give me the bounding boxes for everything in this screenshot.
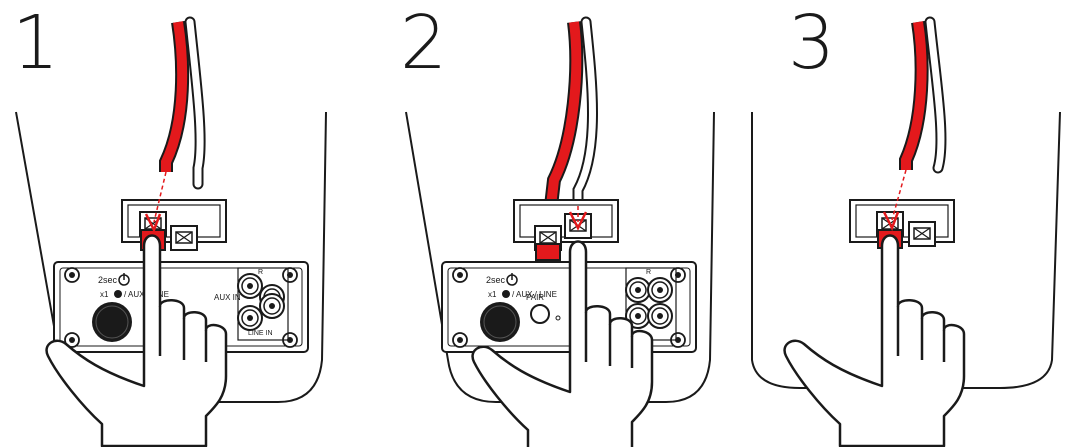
- step-1-panel: 2sec x1 / AUX / LINE R AUX IN LINE IN: [15, 16, 327, 447]
- insert-arrow-3: [882, 211, 900, 232]
- label-pair-2: PAIR: [526, 293, 544, 302]
- step-number-1: 1: [12, 0, 60, 86]
- volume-knob-1: [92, 302, 132, 342]
- label-x1-1: x1: [100, 290, 109, 299]
- step-number-2: 2: [400, 0, 448, 86]
- label-line-in-1: LINE IN: [248, 330, 273, 337]
- volume-knob-2: [480, 302, 520, 342]
- bluetooth-icon: [502, 290, 510, 298]
- label-aux-in-1: AUX IN: [214, 293, 241, 302]
- pair-button: [530, 304, 550, 324]
- power-icon: [118, 273, 130, 286]
- label-hold-2sec-2: 2sec: [486, 275, 506, 285]
- insert-arrow-1: [144, 213, 162, 234]
- bluetooth-icon: [114, 290, 122, 298]
- black-terminal-3: [908, 221, 936, 247]
- label-r-2: R: [646, 269, 651, 276]
- step-2-panel: PAIR 2sec x1 / AUX / LINE R: [405, 16, 715, 447]
- label-x1-2: x1: [488, 290, 497, 299]
- power-icon: [506, 273, 518, 286]
- step-3-panel: [751, 16, 1061, 447]
- label-mode-2: / AUX / LINE: [512, 290, 557, 299]
- step-number-3: 3: [788, 0, 836, 86]
- label-r-1: R: [258, 269, 263, 276]
- hand-icon: [783, 234, 966, 447]
- insert-arrow-2: [568, 211, 588, 231]
- label-hold-2sec-1: 2sec: [98, 275, 118, 285]
- black-terminal-1: [170, 225, 198, 251]
